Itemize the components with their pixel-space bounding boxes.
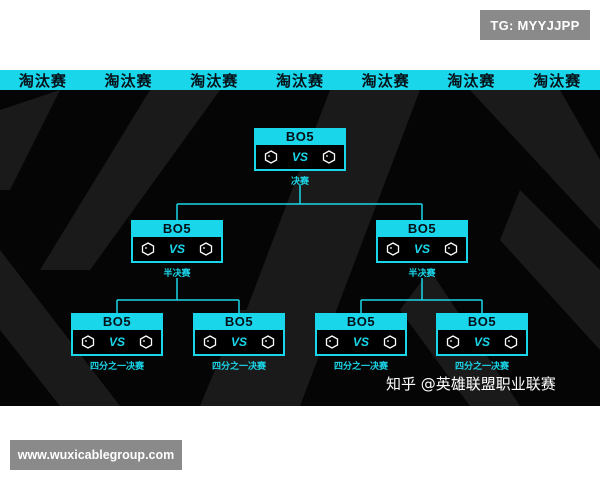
banner-word: 淘汰赛 [447, 71, 496, 90]
quarterfinal-match: BO5 VS 四分之一决赛 [436, 313, 528, 372]
quarterfinal-match: BO5 VS 四分之一决赛 [71, 313, 163, 372]
round-label: 决赛 [290, 177, 309, 187]
knockout-banner: 淘汰赛 淘汰赛 淘汰赛 淘汰赛 淘汰赛 淘汰赛 淘汰赛 [0, 70, 600, 90]
team-slot-icon [324, 334, 340, 350]
round-label: 四分之一决赛 [454, 362, 509, 372]
url-badge[interactable]: www.wuxicablegroup.com [10, 440, 182, 470]
source-watermark: 知乎 @英雄联盟职业联赛 [386, 375, 556, 393]
match-format: BO5 [71, 313, 163, 330]
vs-label: VS [413, 242, 430, 256]
team-slot-icon [202, 334, 218, 350]
semifinal-match: BO5 VS 半决赛 [376, 220, 468, 279]
vs-label: VS [108, 335, 125, 349]
bracket-connectors [116, 185, 483, 313]
quarterfinal-match: BO5 VS 四分之一决赛 [315, 313, 407, 372]
team-slot-icon [260, 334, 276, 350]
vs-label: VS [168, 242, 185, 256]
bracket-graphic: 淘汰赛 淘汰赛 淘汰赛 淘汰赛 淘汰赛 淘汰赛 淘汰赛 BO5 [0, 70, 600, 406]
vs-label: VS [230, 335, 247, 349]
round-label: 四分之一决赛 [89, 362, 144, 372]
vs-label: VS [473, 335, 490, 349]
match-format: BO5 [193, 313, 285, 330]
round-label: 四分之一决赛 [333, 362, 388, 372]
team-slot-icon [503, 334, 519, 350]
team-slot-icon [385, 241, 401, 257]
banner-word: 淘汰赛 [190, 71, 239, 90]
semifinal-match: BO5 VS 半决赛 [131, 220, 223, 279]
banner-word: 淘汰赛 [104, 71, 153, 90]
round-label: 半决赛 [163, 269, 191, 279]
match-format: BO5 [436, 313, 528, 330]
team-slot-icon [443, 241, 459, 257]
final-match: BO5 VS 决赛 [254, 128, 346, 187]
team-slot-icon [138, 334, 154, 350]
round-label: 半决赛 [408, 269, 436, 279]
team-slot-icon [140, 241, 156, 257]
team-slot-icon [198, 241, 214, 257]
vs-label: VS [291, 150, 308, 164]
tg-badge: TG: MYYJJPP [480, 10, 590, 40]
banner-word: 淘汰赛 [533, 71, 582, 90]
vs-label: VS [352, 335, 369, 349]
team-slot-icon [263, 149, 279, 165]
match-format: BO5 [315, 313, 407, 330]
quarterfinal-match: BO5 VS 四分之一决赛 [193, 313, 285, 372]
match-format: BO5 [376, 220, 468, 237]
banner-word: 淘汰赛 [275, 71, 324, 90]
banner-word: 淘汰赛 [361, 71, 410, 90]
team-slot-icon [445, 334, 461, 350]
round-label: 四分之一决赛 [211, 362, 266, 372]
banner-word: 淘汰赛 [18, 71, 67, 90]
team-slot-icon [321, 149, 337, 165]
match-format: BO5 [254, 128, 346, 145]
match-format: BO5 [131, 220, 223, 237]
team-slot-icon [382, 334, 398, 350]
team-slot-icon [80, 334, 96, 350]
